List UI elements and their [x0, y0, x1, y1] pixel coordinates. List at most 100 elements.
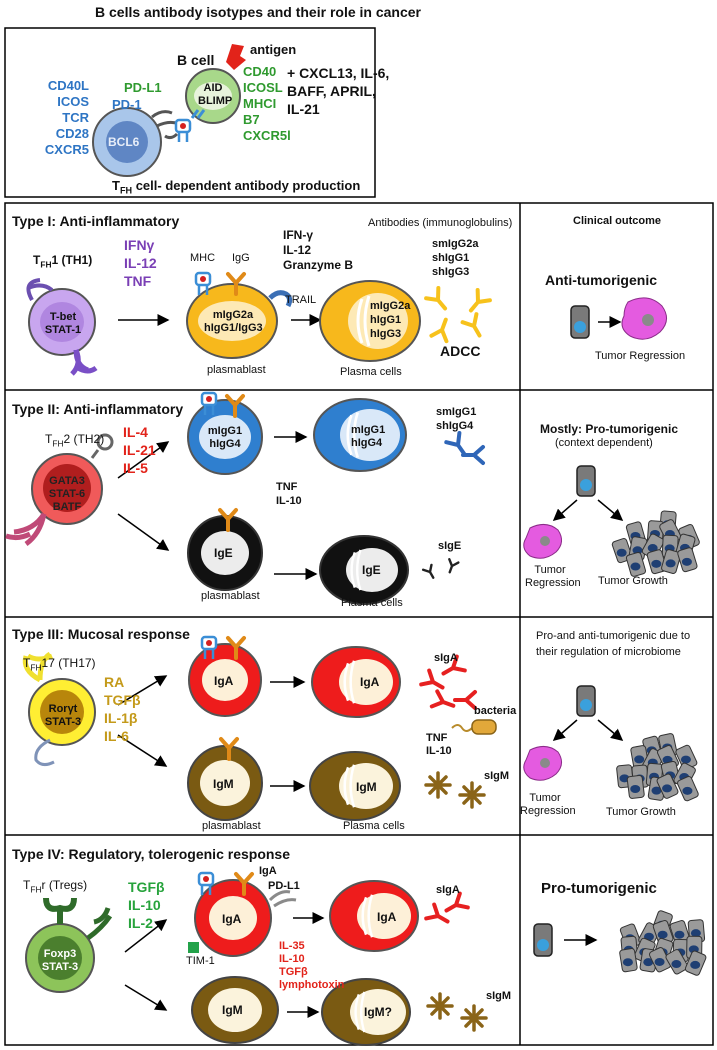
th2-cell	[5, 433, 114, 547]
type3-tfh-label: TFH17 (TH17)	[23, 656, 96, 673]
type1-outcome: Anti-tumorigenic	[545, 272, 657, 288]
tumor-nucleus	[674, 930, 685, 939]
type2-tfh-label: TFH2 (TH2)	[45, 432, 105, 449]
b-cell-top	[185, 68, 241, 124]
type1-secreted-antibodies	[424, 285, 492, 344]
tumor-nucleus	[634, 755, 645, 764]
type3-tumor-growth	[616, 733, 699, 802]
tim1-marker	[188, 942, 199, 953]
th1-cell	[26, 278, 98, 376]
igg-label: IgG	[232, 252, 250, 264]
clinical-header: Clinical outcome	[573, 215, 662, 227]
tumor-nucleus	[682, 786, 693, 795]
tfh-inner: BCL6	[108, 135, 140, 149]
type3-iga-plasma: IgA	[360, 675, 380, 689]
type2-plasmablast-ige	[187, 515, 263, 591]
trail-label: TRAIL	[285, 294, 317, 306]
type3-plasma-iga	[311, 646, 401, 718]
tumor-nucleus	[657, 930, 668, 939]
type2-plasma-ige	[319, 535, 409, 605]
type4-pdl1: PD-L1	[268, 880, 300, 892]
tim1-label: TIM-1	[186, 955, 215, 967]
tumor-nucleus	[630, 785, 641, 794]
tumor-nucleus	[680, 755, 691, 764]
type4-plasmablast-iga	[194, 879, 272, 957]
figure-title: B cells antibody isotypes and their role…	[95, 4, 421, 20]
tumor-nucleus	[651, 559, 662, 568]
type4-plasmablast-igm	[191, 976, 279, 1044]
type4-secreted-iga	[424, 891, 470, 931]
type2-title: Type II: Anti-inflammatory	[12, 401, 184, 417]
bacteria-icon	[451, 719, 497, 735]
tumor-nucleus	[662, 784, 673, 793]
type1-plasmablast	[186, 283, 278, 359]
tfhr-cell	[25, 897, 113, 993]
tfh-markers: CD40L ICOS TCR CD28 CXCR5	[44, 78, 89, 157]
type3-plasmablast-igm	[187, 745, 263, 821]
type1-tfh-label: TFH1 (TH1)	[33, 253, 93, 270]
tumor-nucleus	[630, 562, 641, 571]
pdl1-label: PD-L1	[124, 80, 162, 95]
tumor-nucleus	[690, 929, 701, 938]
type4-iga-plasmablast: IgA	[222, 912, 242, 926]
tumor-nucleus	[681, 557, 692, 566]
antigen-label: antigen	[250, 42, 297, 57]
th17-cell	[22, 651, 96, 767]
type3-sigm-label: sIgM	[484, 770, 510, 782]
type2-plasma-label: Plasma cells	[341, 597, 403, 609]
tumor-nucleus	[665, 559, 676, 568]
type2-ige-plasmablast-label: IgE	[214, 546, 233, 560]
type1-title: Type I: Anti-inflammatory	[12, 213, 180, 229]
b-markers: CD40 ICOSL MHCI B7 CXCR5l	[243, 64, 291, 143]
type3-outcome-graphic	[523, 685, 624, 781]
tumor-nucleus	[643, 958, 654, 967]
adcc-label: ADCC	[440, 343, 481, 359]
type4-outcome-graphic	[533, 923, 598, 957]
type2-outcome-graphic	[523, 465, 624, 559]
type4-iga-plasma: IgA	[377, 910, 397, 924]
type2-outcome: Mostly: Pro-tumorigenic	[540, 422, 679, 436]
type3-plasma-label: Plasma cells	[343, 820, 405, 832]
antigen-icon	[226, 44, 246, 70]
type3-plasmablast-label: plasmablast	[202, 820, 261, 832]
type2-plasmablast-label: plasmablast	[201, 590, 260, 602]
type3-igm-plasma: IgM	[356, 780, 377, 794]
type4-title: Type IV: Regulatory, tolerogenic respons…	[12, 846, 290, 862]
type3-title: Type III: Mucosal response	[12, 626, 190, 642]
type2-outcome-note: (context dependent)	[555, 437, 653, 449]
type2-tumor-growth	[611, 510, 700, 577]
tumor-nucleus	[616, 548, 627, 557]
type3-secreted-iga	[419, 654, 477, 716]
tumor-nucleus	[690, 960, 701, 969]
top-caption: TFH cell- dependent antibody production	[112, 178, 361, 196]
type4-plasma-igm	[321, 978, 411, 1046]
type2-plasmablast-igg	[187, 399, 263, 475]
type4-siga: sIgA	[436, 884, 460, 896]
sige-label: sIgE	[438, 540, 462, 552]
type3-secreted-igm	[424, 771, 486, 809]
type2-plasma-igg	[313, 398, 407, 472]
type3-growth-label: Tumor Growth	[606, 806, 676, 818]
tumor-nucleus	[651, 786, 662, 795]
type4-igm-plasma: IgM?	[364, 1005, 392, 1019]
type4-iga-top: IgA	[259, 865, 277, 877]
type3-plasma-igm	[309, 751, 401, 821]
type4-outcome: Pro-tumorigenic	[541, 880, 657, 897]
